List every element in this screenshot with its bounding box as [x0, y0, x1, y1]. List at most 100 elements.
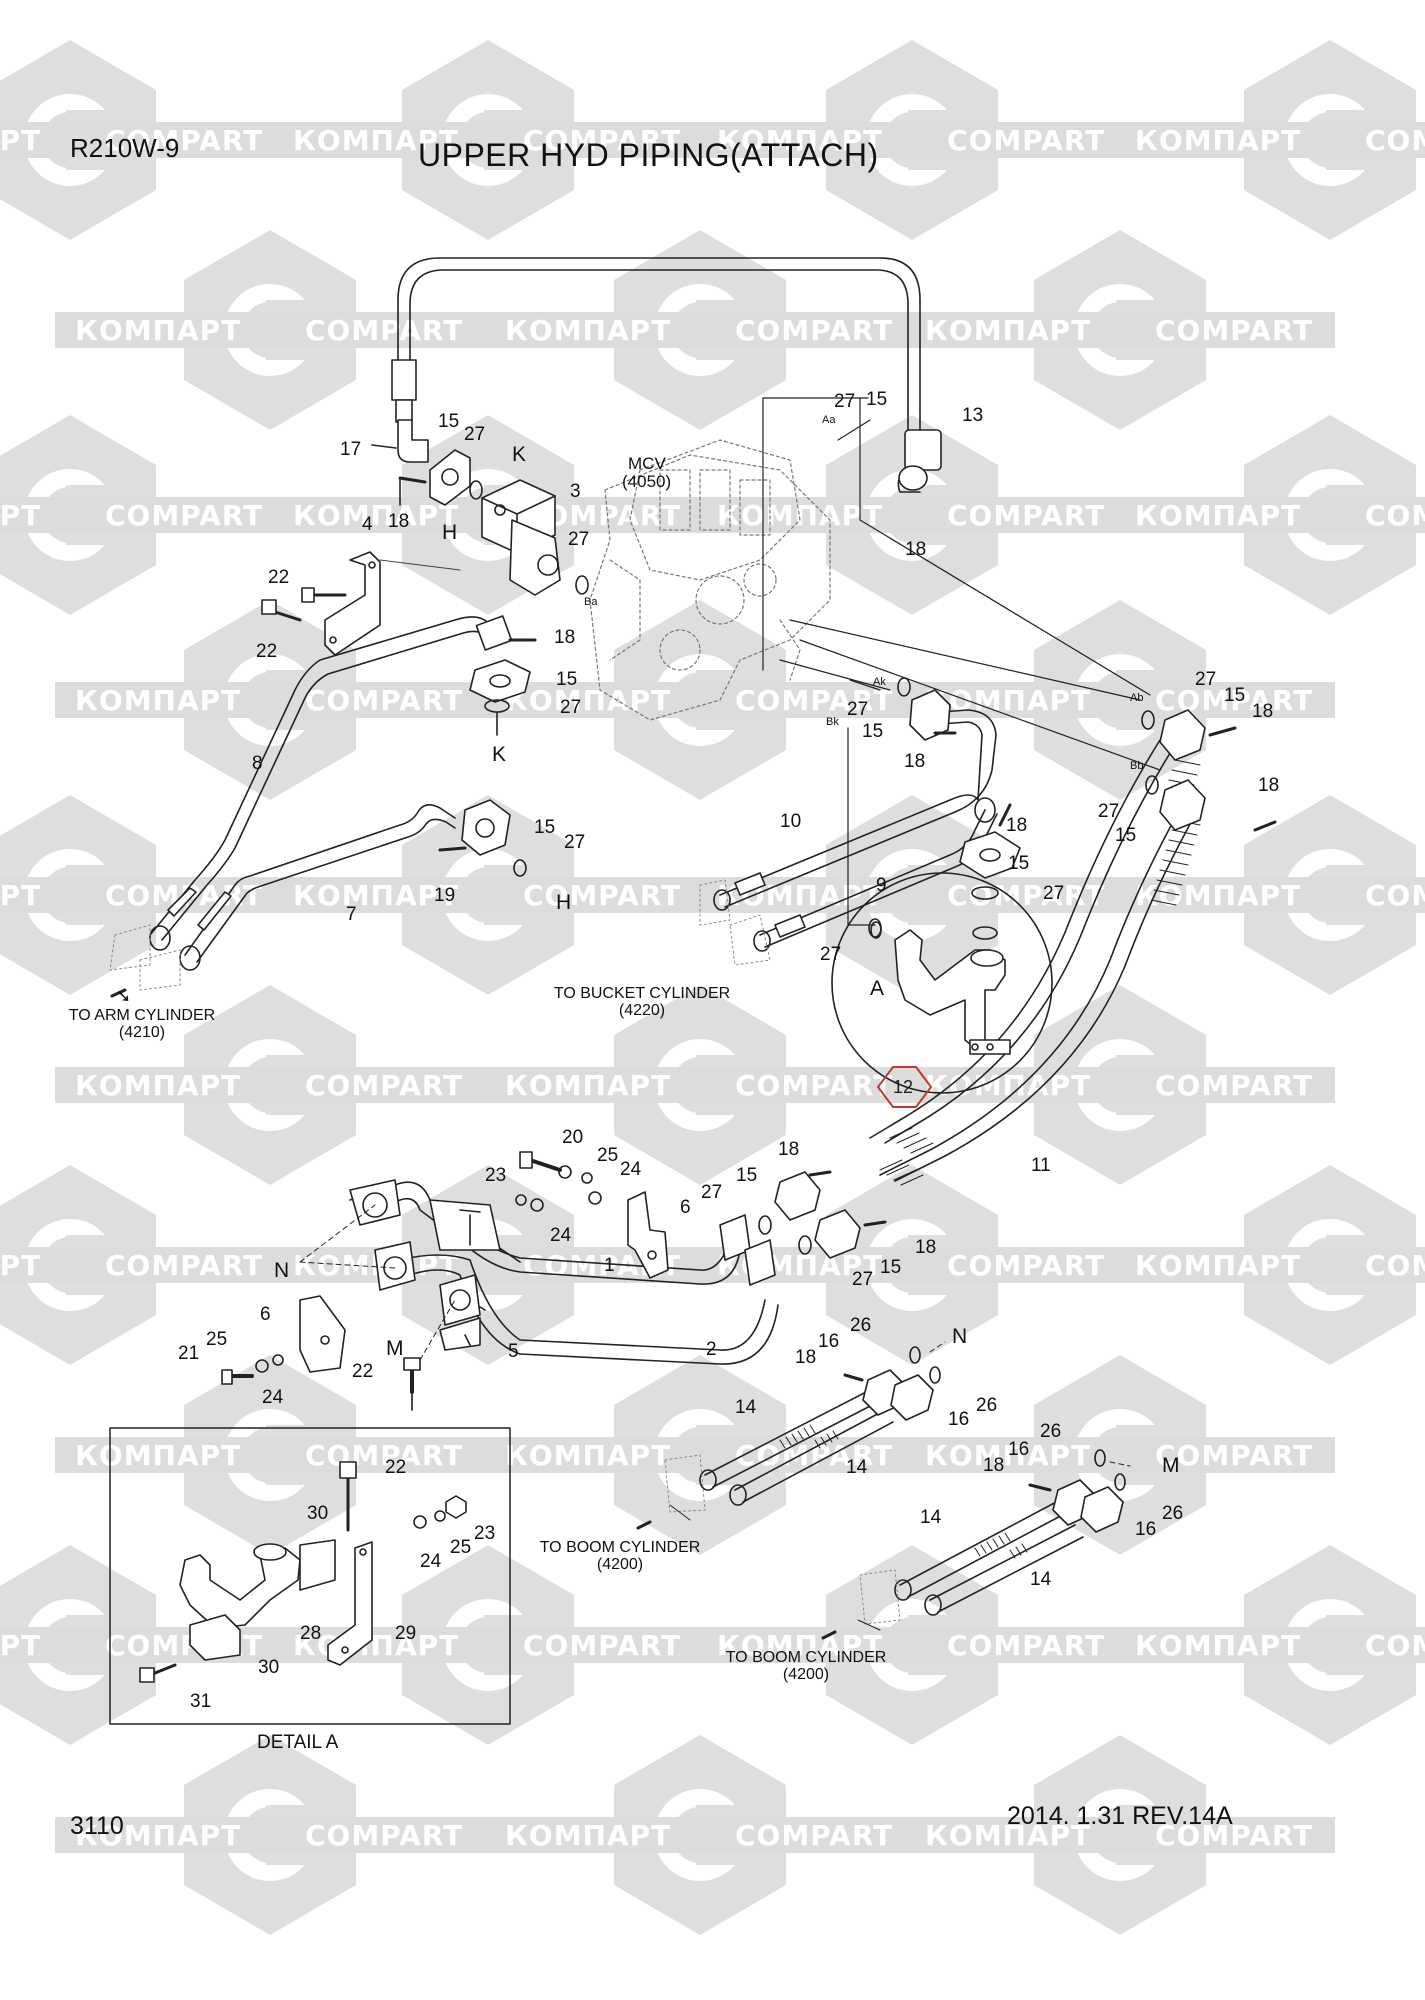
part-number-p-11[interactable]: 11 [1031, 1155, 1051, 1176]
part-number-p-6-a[interactable]: 6 [680, 1197, 691, 1218]
part-number-p-18-i[interactable]: 18 [915, 1237, 937, 1258]
part-number-p-r210-17[interactable]: 17 [340, 439, 362, 460]
part-number-p-18-j[interactable]: 18 [795, 1347, 817, 1368]
part-number-p-15-e[interactable]: 15 [1224, 685, 1246, 706]
part-number-p-9[interactable]: 9 [876, 875, 887, 896]
part-number-p-16-d[interactable]: 16 [1135, 1519, 1157, 1540]
part-number-p-13[interactable]: 13 [962, 405, 984, 426]
watermark-text-left: КОМПАРТ [717, 499, 883, 532]
watermark-text-left: КОМПАРТ [0, 499, 41, 532]
watermark-text-left: КОМПАРТ [75, 1069, 241, 1102]
revision-date: 2014. 1.31 REV.14A [1007, 1802, 1233, 1830]
part-number-p-7[interactable]: 7 [346, 904, 357, 925]
part-number-p-21[interactable]: 21 [178, 1343, 200, 1364]
watermark-text-left: КОМПАРТ [505, 314, 671, 347]
part-number-p-23-a[interactable]: 23 [485, 1165, 507, 1186]
part-number-p-26-c[interactable]: 26 [1040, 1421, 1062, 1442]
part-number-p-15-i[interactable]: 15 [736, 1165, 758, 1186]
part-number-p-27-i[interactable]: 27 [1195, 669, 1217, 690]
part-number-p-16-c[interactable]: 16 [1008, 1439, 1030, 1460]
part-number-p-2[interactable]: 2 [706, 1339, 717, 1360]
part-number-p-15-b[interactable]: 15 [866, 389, 888, 410]
part-number-p-14-a[interactable]: 14 [735, 1397, 757, 1418]
part-number-p-15-d[interactable]: 15 [534, 817, 556, 838]
part-number-p-14-b[interactable]: 14 [846, 1457, 868, 1478]
mcv-frame [762, 397, 1161, 926]
part-number-p-27-d[interactable]: 27 [560, 697, 582, 718]
part-number-p-26-d[interactable]: 26 [1162, 1503, 1184, 1524]
part-number-p-14-d[interactable]: 14 [1030, 1569, 1052, 1590]
watermark-text-left: КОМПАРТ [925, 1819, 1091, 1852]
part-number-p-22-a[interactable]: 22 [268, 567, 290, 588]
part-number-12-highlighted[interactable]: 12 [893, 1077, 914, 1097]
part-number-p-18-b[interactable]: 18 [905, 539, 927, 560]
part-number-p-24-c[interactable]: 24 [262, 1387, 284, 1408]
part-number-p-15-c[interactable]: 15 [556, 669, 578, 690]
part-number-p-15-a[interactable]: 15 [438, 411, 460, 432]
part-number-p-16-b[interactable]: 16 [948, 1409, 970, 1430]
bucket-cylinder-ghost [699, 879, 771, 966]
part-number-p-6-b[interactable]: 6 [260, 1304, 271, 1325]
part-number-p-18-k[interactable]: 18 [983, 1455, 1005, 1476]
mcv-name: MCV [628, 454, 666, 473]
part-number-p-27-b[interactable]: 27 [568, 529, 590, 550]
part-number-p-25-b[interactable]: 25 [206, 1329, 228, 1350]
part-number-p-15-j[interactable]: 15 [880, 1257, 902, 1278]
part-number-p-18-a[interactable]: 18 [388, 511, 410, 532]
part-number-p-26-b[interactable]: 26 [976, 1395, 998, 1416]
part-number-p-5[interactable]: 5 [508, 1341, 519, 1362]
part-number-p-27-e[interactable]: 27 [564, 832, 586, 853]
part-number-p-18-d[interactable]: 18 [1252, 701, 1274, 722]
part-number-p-18-f[interactable]: 18 [904, 751, 926, 772]
part-number-p-26-a[interactable]: 26 [850, 1315, 872, 1336]
part-number-p-27-c[interactable]: 27 [834, 391, 856, 412]
part-number-p-25-c[interactable]: 25 [450, 1537, 472, 1558]
part-number-p-30-a[interactable]: 30 [307, 1503, 329, 1524]
part-number-p-27-g[interactable]: 27 [1043, 883, 1065, 904]
watermark-text-left: КОМПАРТ [75, 684, 241, 717]
part-number-p-20[interactable]: 20 [562, 1127, 584, 1148]
part-number-p-24-a[interactable]: 24 [620, 1159, 642, 1180]
part-number-p-1[interactable]: 1 [604, 1255, 615, 1276]
part-number-p-4[interactable]: 4 [362, 514, 373, 535]
part-number-p-16-a[interactable]: 16 [818, 1331, 840, 1352]
part-number-p-31[interactable]: 31 [190, 1691, 212, 1712]
part-number-p-10[interactable]: 10 [780, 811, 802, 832]
part-number-p-15-f[interactable]: 15 [1008, 853, 1030, 874]
part-number-p-18-g[interactable]: 18 [1258, 775, 1280, 796]
part-number-p-14-c[interactable]: 14 [920, 1507, 942, 1528]
part-number-p-29[interactable]: 29 [395, 1623, 417, 1644]
page-number: 3110 [70, 1812, 124, 1840]
part-number-p-28[interactable]: 28 [300, 1623, 322, 1644]
part-number-p-18-e[interactable]: 18 [1006, 815, 1028, 836]
part-number-p-22-c[interactable]: 22 [352, 1361, 374, 1382]
part-number-p-27-a[interactable]: 27 [464, 424, 486, 445]
part-number-p-18-c[interactable]: 18 [554, 627, 576, 648]
watermark-text-right: COMPART [523, 124, 681, 157]
watermark-text-right: COMPART [1365, 1629, 1425, 1662]
part-number-p-27-j[interactable]: 27 [1098, 801, 1120, 822]
part-number-p-27-f[interactable]: 27 [847, 699, 869, 720]
watermark-text-right: COMPART [105, 1249, 263, 1282]
part-number-p-15-g[interactable]: 15 [862, 721, 884, 742]
part-number-p-27-k[interactable]: 27 [701, 1182, 723, 1203]
part-number-p-24-b[interactable]: 24 [550, 1225, 572, 1246]
part-number-p-24-d[interactable]: 24 [420, 1551, 442, 1572]
watermark-text-right: COMPART [1365, 879, 1425, 912]
part-number-p-18-h[interactable]: 18 [778, 1139, 800, 1160]
part-number-p-22-d[interactable]: 22 [385, 1457, 407, 1478]
part-number-p-23-b[interactable]: 23 [474, 1523, 496, 1544]
part-number-p-27-l[interactable]: 27 [852, 1269, 874, 1290]
part-number-p-19[interactable]: 19 [434, 885, 456, 906]
part-number-p-22-b[interactable]: 22 [256, 641, 278, 662]
part-number-p-27-h[interactable]: 27 [820, 944, 842, 965]
part-number-p-25-a[interactable]: 25 [597, 1145, 619, 1166]
part-number-p-3[interactable]: 3 [570, 481, 581, 502]
part-number-p-30-b[interactable]: 30 [258, 1657, 280, 1678]
part-number-p-8[interactable]: 8 [252, 753, 263, 774]
part-number-p-15-h[interactable]: 15 [1115, 825, 1137, 846]
